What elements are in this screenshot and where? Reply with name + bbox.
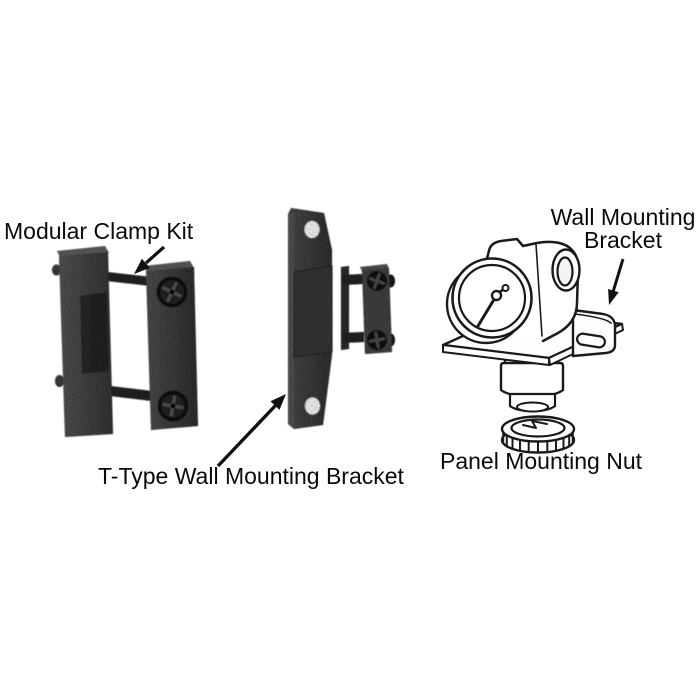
gauge-dial	[445, 257, 533, 345]
modular-clamp-kit-illustration	[52, 246, 198, 437]
t-type-bracket-label: T-Type Wall Mounting Bracket	[98, 463, 404, 489]
phillips-screw	[156, 276, 188, 308]
clamp-bar	[362, 268, 392, 354]
modular-clamp-kit-arrow	[134, 245, 166, 274]
clamp-rod	[342, 332, 364, 343]
wall-bracket	[441, 308, 624, 366]
wall-mounting-bracket-label: Wall Mounting Bracket	[550, 204, 696, 253]
phillips-screw	[367, 330, 387, 350]
panel-mounting-nut-label: Panel Mounting Nut	[440, 448, 643, 474]
split-ring-notch	[522, 420, 548, 429]
clamp-screw-tip	[55, 375, 64, 387]
phillips-screw	[367, 271, 387, 291]
clamp-right-bar	[146, 267, 198, 430]
phillips-screw	[157, 390, 189, 422]
wall-mounting-bracket-arrow	[608, 258, 625, 305]
modular-clamp-kit-label: Modular Clamp Kit	[4, 218, 194, 244]
wall-bracket-flange	[571, 308, 617, 358]
clamp-rod	[107, 272, 151, 286]
clamp-screw-tip	[52, 264, 61, 276]
mounting-hole	[305, 397, 320, 415]
t-type-bracket-arrow	[216, 394, 286, 468]
mounting-hole	[304, 221, 320, 238]
t-type-bracket-illustration	[288, 208, 395, 429]
bracket-slot	[576, 332, 606, 349]
gauge-assembly-illustration	[441, 237, 624, 454]
panel-mounting-nut-illustration	[500, 415, 576, 454]
clamp-rod	[110, 386, 152, 401]
clamp-rod	[342, 274, 364, 285]
